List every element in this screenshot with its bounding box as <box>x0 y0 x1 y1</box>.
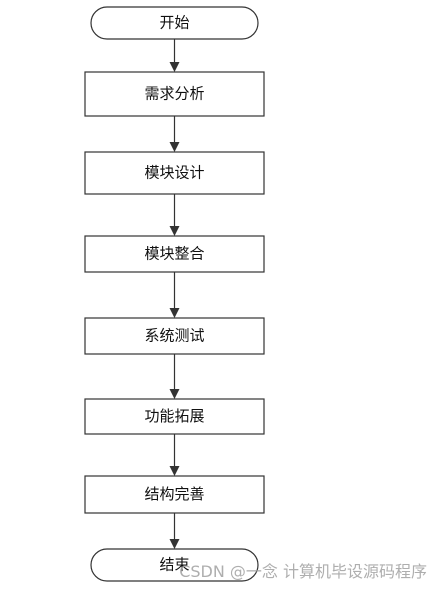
step-label: 系统测试 <box>144 327 204 345</box>
start-node: 开始 <box>90 6 259 40</box>
process-step-1: 需求分析 <box>84 71 265 117</box>
end-node: 结束 <box>90 548 259 582</box>
step-label: 功能拓展 <box>144 407 204 425</box>
step-label: 模块整合 <box>144 245 204 263</box>
process-step-2: 模块设计 <box>84 151 265 195</box>
process-step-4: 系统测试 <box>84 317 265 355</box>
process-step-5: 功能拓展 <box>84 398 265 435</box>
process-step-3: 模块整合 <box>84 235 265 273</box>
start-label: 开始 <box>159 14 189 32</box>
step-label: 模块设计 <box>144 164 204 182</box>
process-step-6: 结构完善 <box>84 475 265 514</box>
watermark-text: CSDN @一念 计算机毕设源码程序 <box>179 562 427 581</box>
step-label: 结构完善 <box>144 485 204 503</box>
step-label: 需求分析 <box>144 85 204 103</box>
end-label: 结束 <box>159 556 189 574</box>
